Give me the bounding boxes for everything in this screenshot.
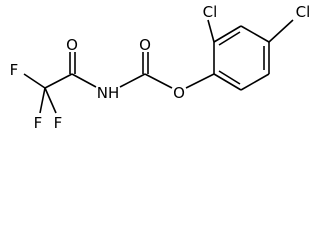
atom-labels: Cl Cl O O NH O F F F [10,3,311,132]
bond-acyl-nh [71,73,97,88]
ring-bond-3-4 [240,25,270,43]
ring-bond-2-3 [213,25,242,43]
atom-cl-upper: Cl [203,3,218,21]
atom-f-bottom-left: F [34,114,43,132]
bond-cf3-acyl-carbon [44,73,73,89]
atom-f-bottom-right: F [54,114,63,132]
structure-diagram: Cl Cl O O NH O F F F [10,3,311,132]
atom-o-ester: O [173,84,185,102]
bond-ring-cl-upper [207,19,215,43]
bond-nh-carbamate [119,73,146,88]
ring-bond-6-1 [213,73,242,91]
atom-nh: NH [97,84,120,102]
ring-bond-5-6 [240,73,270,91]
bond-ring-cl-right [268,19,294,43]
atom-f-left: F [10,61,19,79]
bond-carbamate-o-ester [144,73,173,89]
bond-cf3-f-bottom-right [44,87,57,114]
ring-inner-double-a [218,31,241,46]
atom-o-acyl: O [66,36,78,54]
bond-cf3-f-left [23,73,46,89]
bonds [23,19,294,114]
ring-inner-double-c [218,70,241,85]
bond-cf3-f-bottom-left [39,87,46,114]
atom-cl-right: Cl [296,3,311,21]
bond-o-ester-ring [185,73,215,89]
atom-o-carbamate: O [139,36,151,54]
